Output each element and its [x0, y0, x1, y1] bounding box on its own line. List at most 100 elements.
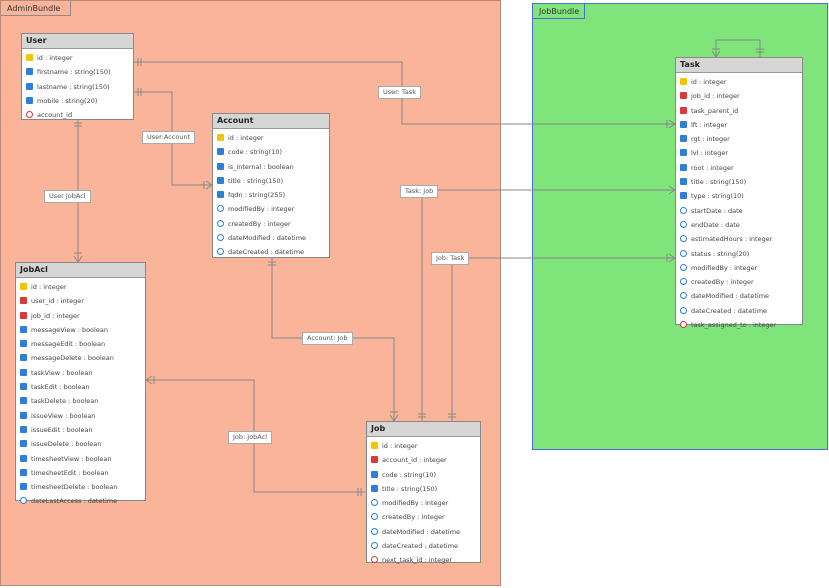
column-icon: [20, 454, 27, 462]
column-icon: [680, 178, 687, 186]
attribute-row: is_internal : boolean: [213, 160, 329, 174]
attribute-row: code : string(10): [367, 468, 480, 482]
attribute-label: next_task_id : integer: [382, 556, 453, 565]
attribute-label: issueView : boolean: [31, 411, 96, 420]
attribute-label: id : integer: [691, 78, 727, 86]
attribute-row: type : string(10): [676, 189, 802, 203]
attribute-label: title : string(150): [228, 176, 284, 185]
attribute-row: createdBy : integer: [213, 217, 329, 231]
entity-jobacl[interactable]: JobAcl id : integer user_id : integer job_…: [15, 262, 146, 505]
attribute-row: id : integer: [213, 131, 329, 145]
attribute-row: id : integer: [676, 75, 802, 89]
column-icon: [20, 325, 27, 333]
attribute-row: dateModified : datetime: [676, 289, 802, 303]
column-icon: [680, 220, 687, 228]
column-icon: [680, 292, 687, 300]
attribute-label: messageDelete : boolean: [31, 354, 114, 363]
column-icon: [680, 149, 687, 157]
attribute-label: firstname : string(150): [37, 68, 111, 77]
column-icon: [680, 120, 687, 128]
attribute-row: timesheetEdit : boolean: [16, 466, 145, 480]
attribute-label: issueEdit : boolean: [31, 425, 93, 434]
column-icon: [20, 468, 27, 476]
attribute-label: code : string(10): [382, 470, 436, 479]
attribute-row: createdBy : integer: [367, 510, 480, 524]
attribute-row: modifiedBy : integer: [676, 261, 802, 275]
attribute-row: mobile : string(20): [22, 94, 133, 108]
attribute-row: user_id : integer: [16, 294, 145, 308]
attribute-label: id : integer: [228, 134, 264, 142]
entity-jobacl-title: JobAcl: [16, 263, 145, 278]
attribute-row: firstname : string(150): [22, 65, 133, 79]
foreign-key-icon: [371, 556, 378, 564]
attribute-label: title : string(150): [382, 484, 438, 493]
attribute-row: rgt : integer: [676, 132, 802, 146]
label-job-task: Job: Task: [431, 252, 470, 265]
attribute-row: lvl : integer: [676, 146, 802, 160]
column-icon: [680, 135, 687, 143]
column-icon: [217, 234, 224, 242]
attribute-label: rgt : integer: [691, 135, 730, 144]
attribute-row: job_id : integer: [676, 89, 802, 103]
attribute-label: dateCreated : datetime: [691, 306, 768, 315]
attribute-row: job_id : integer: [16, 309, 145, 323]
attribute-row: modifiedBy : integer: [213, 202, 329, 216]
attribute-label: modifiedBy : integer: [382, 499, 449, 508]
attribute-label: dateCreated : datetime: [382, 542, 459, 551]
column-icon: [680, 192, 687, 200]
foreign-key-icon: [680, 106, 687, 114]
attribute-label: timesheetDelete : boolean: [31, 483, 118, 492]
column-icon: [20, 483, 27, 491]
attribute-label: lft : integer: [691, 120, 728, 129]
column-icon: [680, 235, 687, 243]
foreign-key-icon: [20, 311, 27, 319]
attribute-row: dateCreated : datetime: [676, 304, 802, 318]
attribute-row: createdBy : integer: [676, 275, 802, 289]
column-icon: [371, 513, 378, 521]
attribute-label: dateModified : datetime: [691, 292, 770, 301]
label-account-job: Account: Job: [302, 332, 353, 345]
entity-job-title: Job: [367, 422, 480, 437]
column-icon: [371, 527, 378, 535]
attribute-label: account_id : integer: [382, 456, 447, 465]
attribute-row: task_parent_id: [676, 104, 802, 118]
attribute-label: lvl : integer: [691, 149, 729, 158]
admin-bundle-tab: AdminBundle: [1, 1, 71, 16]
column-icon: [680, 278, 687, 286]
attribute-label: timesheetEdit : boolean: [31, 468, 109, 477]
label-user-jobacl: User JobAcl: [44, 190, 91, 203]
attribute-label: mobile : string(20): [37, 96, 98, 105]
attribute-row: issueDelete : boolean: [16, 437, 145, 451]
attribute-row: taskView : boolean: [16, 366, 145, 380]
attribute-row: timesheetDelete : boolean: [16, 480, 145, 494]
entity-user-title: User: [22, 34, 133, 49]
attribute-row: dateModified : datetime: [213, 231, 329, 245]
attribute-row: startDate : date: [676, 204, 802, 218]
label-user-account: User:Account: [142, 131, 196, 144]
entity-user[interactable]: User id : integer firstname : string(150)…: [21, 33, 134, 120]
attribute-label: lastname : string(150): [37, 82, 110, 91]
attribute-row: id : integer: [16, 280, 145, 294]
attribute-row: timesheetView : boolean: [16, 452, 145, 466]
attribute-label: id : integer: [31, 283, 67, 291]
attribute-label: account_id: [37, 111, 73, 120]
primary-key-icon: [371, 442, 378, 449]
attribute-row: id : integer: [22, 51, 133, 65]
attribute-row: estimatedHours : integer: [676, 232, 802, 246]
attribute-row: taskDelete : boolean: [16, 394, 145, 408]
column-icon: [217, 148, 224, 156]
job-bundle-tab: JobBundle: [533, 4, 585, 19]
attribute-label: job_id : integer: [31, 311, 80, 320]
column-icon: [680, 206, 687, 214]
attribute-label: endDate : date: [691, 220, 740, 229]
attribute-row: lastname : string(150): [22, 80, 133, 94]
column-icon: [20, 397, 27, 405]
attribute-label: timesheetView : boolean: [31, 454, 112, 463]
attribute-row: endDate : date: [676, 218, 802, 232]
label-job-jobacl: Job: JobAcl: [228, 431, 273, 444]
column-icon: [20, 411, 27, 419]
attribute-row: dateModified : datetime: [367, 525, 480, 539]
